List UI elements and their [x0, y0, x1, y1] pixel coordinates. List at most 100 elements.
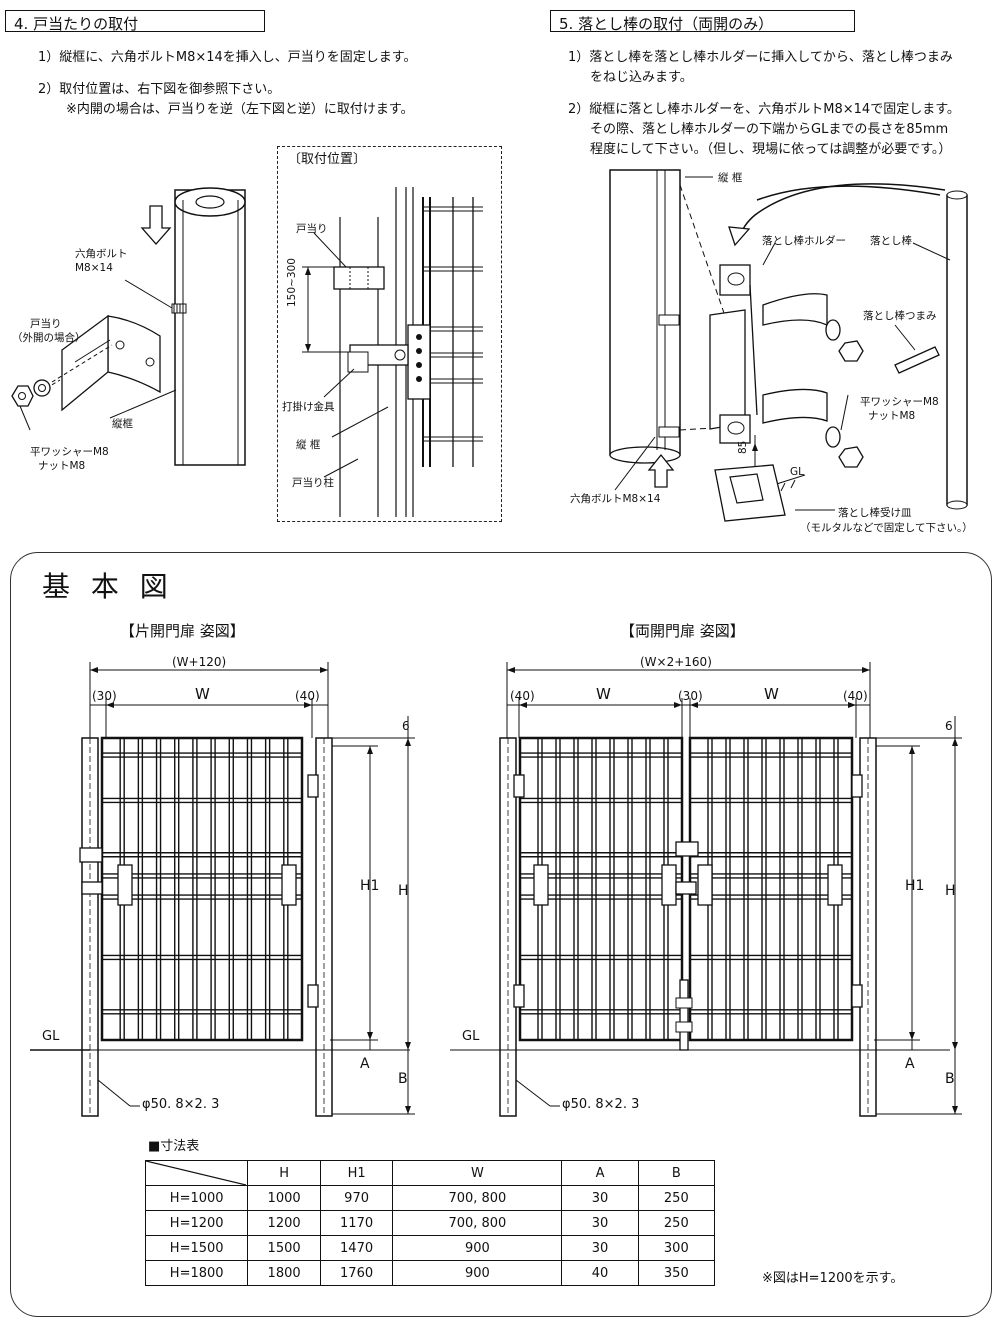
basic-diagram-title: 基 本 図: [42, 570, 174, 603]
latch-label: 打掛け金具: [282, 401, 335, 413]
single-gate-title: 【片開門扉 姿図】: [120, 622, 245, 640]
double-h-dim: H: [945, 883, 956, 899]
basic-diagram-frame: [10, 552, 992, 1317]
table-cell: 900: [392, 1260, 563, 1286]
table-header-w: W: [392, 1160, 563, 1186]
dimension-table-title: ■寸法表: [148, 1139, 200, 1154]
position-box: 〔取付位置〕 戸当り 150~300 打掛け金具 縦 框 戸当り柱: [277, 146, 502, 522]
double-left-dim: (40): [510, 689, 535, 703]
table-cell: 350: [637, 1260, 716, 1286]
position-box-title: 〔取付位置〕: [288, 152, 367, 167]
knob-label: 落とし棒つまみ: [863, 310, 937, 322]
section5-title: 5. 落とし棒の取付（両開のみ）: [550, 10, 855, 33]
single-overall-dim: (W+120): [172, 655, 227, 669]
table-cell: 40: [561, 1260, 639, 1286]
section4-title: 4. 戸当たりの取付: [5, 10, 265, 33]
double-gate-drawing: [450, 662, 962, 1117]
table-cell: 250: [637, 1210, 716, 1236]
table-cell: 970: [319, 1185, 394, 1211]
diagonal-line: [146, 1161, 246, 1185]
nut-label: ナットM8: [38, 460, 86, 472]
door-stop-label: 戸当り: [30, 318, 62, 330]
table-cell: 300: [637, 1235, 716, 1261]
single-a-dim: A: [360, 1056, 370, 1072]
single-right-dim: (40): [295, 689, 320, 703]
single-w-dim: W: [195, 685, 210, 703]
single-gl-label: GL: [42, 1029, 60, 1044]
table-cell: 1470: [319, 1235, 394, 1261]
rod-label: 落とし棒: [870, 235, 912, 247]
table-cell: H=1500: [144, 1235, 249, 1261]
double-top-gap: 6: [945, 719, 953, 733]
drop-washer-label: 平ワッシャーM8: [860, 396, 939, 408]
single-gate-drawing: [30, 662, 415, 1117]
single-pipe-label: φ50. 8×2. 3: [142, 1097, 220, 1112]
section5-step1: 1）落とし棒を落とし棒ホルダーに挿入してから、落とし棒つまみ: [568, 50, 953, 65]
drop-bolt-label: 六角ボルトM8×14: [570, 493, 661, 505]
receiver-label: 落とし棒受け皿: [838, 507, 912, 519]
table-header-h1: H1: [319, 1160, 394, 1186]
stile-label: 縦框: [112, 418, 133, 430]
figure-note: ※図はH=1200を示す。: [762, 1271, 904, 1286]
single-top-gap: 6: [402, 719, 410, 733]
single-h1-dim: H1: [360, 878, 380, 894]
double-b-dim: B: [945, 1071, 955, 1087]
section5-step2: 2）縦框に落とし棒ホルダーを、六角ボルトM8×14で固定します。: [568, 102, 960, 117]
double-h1-dim: H1: [905, 878, 925, 894]
table-cell: H=1800: [144, 1260, 249, 1286]
hex-bolt-size-label: M8×14: [75, 262, 113, 274]
double-overall-dim: (W×2+160): [640, 655, 712, 669]
table-cell: 30: [561, 1185, 639, 1211]
double-gl-label: GL: [462, 1029, 480, 1044]
table-row: H=1500 1500 1470 900 30 300: [144, 1235, 716, 1261]
table-cell: 30: [561, 1210, 639, 1236]
table-cell: 250: [637, 1185, 716, 1211]
dimension-table: H H1 W A B H=1000 1000 970 700, 800 30 2…: [144, 1160, 716, 1286]
table-cell: 1200: [247, 1210, 321, 1236]
section4-step1: 1）縦框に、六角ボルトM8×14を挿入し、戸当りを固定します。: [38, 50, 417, 65]
section5-step2-cont2: 程度にして下さい。（但し、現場に依っては調整が必要です。）: [590, 142, 952, 157]
double-mid-dim: (30): [678, 689, 703, 703]
range-dimension-label: 150~300: [286, 258, 298, 307]
holder-label: 落とし棒ホルダー: [762, 235, 846, 247]
table-header-row: H H1 W A B: [144, 1160, 716, 1186]
hex-bolt-label: 六角ボルト: [75, 248, 128, 260]
double-w1-dim: W: [596, 685, 611, 703]
single-left-dim: (30): [92, 689, 117, 703]
table-cell: 1500: [247, 1235, 321, 1261]
door-stop-note-label: （外開の場合）: [12, 332, 86, 344]
table-cell: 1000: [247, 1185, 321, 1211]
drop-gl-label: GL: [790, 466, 804, 478]
single-h-dim: H: [398, 883, 409, 899]
table-cell: 1170: [319, 1210, 394, 1236]
receiver-note-label: （モルタルなどで固定して下さい。）: [800, 522, 973, 534]
drop-stile-label: 縦 框: [718, 172, 743, 184]
double-pipe-label: φ50. 8×2. 3: [562, 1097, 640, 1112]
table-cell: H=1200: [144, 1210, 249, 1236]
position-stile-label: 縦 框: [296, 439, 321, 451]
double-right-dim: (40): [843, 689, 868, 703]
section4-step2: 2）取付位置は、右下図を御参照下さい。: [38, 82, 281, 97]
position-figure: [302, 187, 483, 517]
table-cell: 700, 800: [392, 1210, 563, 1236]
section5-step1-cont: をねじ込みます。: [590, 70, 693, 85]
drop-rod-figure: [609, 169, 968, 522]
table-row: H=1200 1200 1170 700, 800 30 250: [144, 1210, 716, 1236]
double-w2-dim: W: [764, 685, 779, 703]
single-b-dim: B: [398, 1071, 408, 1087]
table-cell: H=1000: [144, 1185, 249, 1211]
table-cell: 700, 800: [392, 1185, 563, 1211]
door-stop-figure: [11, 187, 246, 466]
drop-nut-label: ナットM8: [868, 410, 916, 422]
section5-step2-cont1: その際、落とし棒ホルダーの下端からGLまでの長さを85mm: [590, 122, 949, 137]
height-85-label: 85: [737, 440, 749, 454]
table-header-corner: [144, 1160, 249, 1186]
section4-note: ※内開の場合は、戸当りを逆（左下図と逆）に取付けます。: [66, 102, 414, 117]
position-door-stop-label: 戸当り: [296, 223, 328, 235]
table-row: H=1800 1800 1760 900 40 350: [144, 1260, 716, 1286]
flat-washer-label: 平ワッシャーM8: [30, 446, 109, 458]
double-gate-title: 【両開門扉 姿図】: [620, 622, 745, 640]
table-cell: 30: [561, 1235, 639, 1261]
post-label: 戸当り柱: [292, 477, 334, 489]
double-a-dim: A: [905, 1056, 915, 1072]
